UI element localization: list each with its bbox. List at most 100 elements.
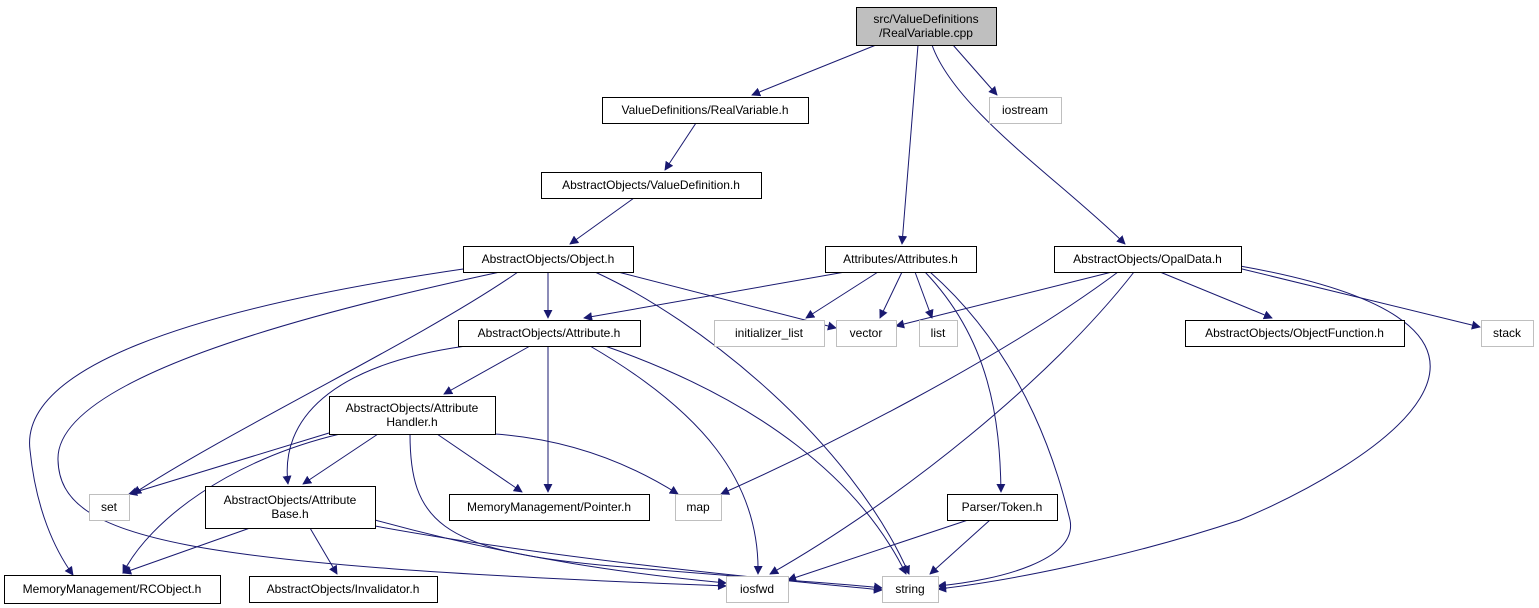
edge-attributebase_h-to-string bbox=[374, 525, 883, 594]
node-label: ValueDefinitions/RealVariable.h bbox=[622, 103, 789, 117]
node-label: src/ValueDefinitions bbox=[873, 12, 978, 26]
node-label: AbstractObjects/Attribute bbox=[224, 493, 357, 507]
node-label: MemoryManagement/Pointer.h bbox=[467, 500, 631, 514]
edge-token_h-to-iosfwd bbox=[787, 519, 969, 582]
node-attributes-h[interactable]: Attributes/Attributes.h bbox=[825, 246, 977, 273]
node-attribute-h[interactable]: AbstractObjects/Attribute.h bbox=[458, 320, 641, 347]
edge-object_h-to-vector bbox=[617, 271, 837, 331]
edge-attributes_h-to-initializer_list bbox=[805, 271, 879, 319]
edge-arrow bbox=[1159, 271, 1273, 320]
node-box bbox=[856, 7, 997, 46]
node-label: list bbox=[931, 326, 946, 340]
node-label: AbstractObjects/ValueDefinition.h bbox=[562, 178, 740, 192]
node-opaldata-h[interactable]: AbstractObjects/OpalData.h bbox=[1054, 246, 1242, 273]
edge-arrow bbox=[57, 271, 727, 591]
edge-arrow bbox=[128, 432, 330, 496]
edge-realvariable_h-to-valuedefinition_h bbox=[664, 122, 697, 171]
edge-arrow bbox=[583, 271, 846, 322]
node-root[interactable]: src/ValueDefinitions/RealVariable.cpp bbox=[856, 7, 997, 46]
edge-arrow bbox=[309, 527, 338, 575]
edge-arrow bbox=[29, 267, 471, 576]
edge-valuedefinition_h-to-object_h bbox=[569, 197, 635, 245]
node-label: MemoryManagement/RCObject.h bbox=[23, 582, 202, 596]
edge-arrow bbox=[664, 122, 697, 171]
node-label: set bbox=[101, 500, 118, 514]
edge-arrow bbox=[594, 271, 910, 575]
edge-opaldata_h-to-string bbox=[937, 265, 1431, 593]
node-box bbox=[714, 320, 825, 347]
edge-attributebase_h-to-rcobject_h bbox=[122, 527, 251, 575]
edge-attributehandler_h-to-string bbox=[409, 433, 883, 592]
edge-attributehandler_h-to-rcobject_h bbox=[122, 433, 341, 574]
node-string: string bbox=[882, 576, 939, 603]
node-box bbox=[463, 246, 634, 273]
edge-arrow bbox=[617, 271, 837, 331]
node-label: Handler.h bbox=[386, 415, 437, 429]
node-box bbox=[249, 576, 438, 603]
node-box bbox=[947, 494, 1058, 521]
node-layer: src/ValueDefinitions/RealVariable.cppVal… bbox=[4, 7, 1534, 604]
node-box bbox=[675, 494, 722, 521]
edge-arrow bbox=[409, 433, 883, 592]
edge-arrow bbox=[302, 433, 379, 485]
node-box bbox=[602, 97, 809, 124]
edge-arrow bbox=[937, 265, 1431, 593]
edge-root-to-iostream bbox=[952, 44, 998, 96]
edge-attributehandler_h-to-map bbox=[494, 433, 679, 495]
node-label: /RealVariable.cpp bbox=[879, 26, 973, 40]
node-box bbox=[205, 486, 376, 529]
edge-arrow bbox=[751, 44, 877, 97]
node-box bbox=[329, 396, 496, 435]
node-box bbox=[825, 246, 977, 273]
node-object-h[interactable]: AbstractObjects/Object.h bbox=[463, 246, 634, 273]
edge-attribute_h-to-attributehandler_h bbox=[443, 345, 531, 395]
node-initializer-list: initializer_list bbox=[714, 320, 825, 347]
edge-arrow bbox=[952, 44, 998, 96]
edge-arrow bbox=[374, 525, 883, 594]
node-label: iosfwd bbox=[740, 582, 774, 596]
node-label: AbstractObjects/OpalData.h bbox=[1073, 252, 1222, 266]
edge-arrow bbox=[805, 271, 879, 319]
node-objectfunction-h[interactable]: AbstractObjects/ObjectFunction.h bbox=[1185, 320, 1405, 347]
node-label: Base.h bbox=[271, 507, 308, 521]
node-box bbox=[89, 494, 130, 521]
node-realvariable-h[interactable]: ValueDefinitions/RealVariable.h bbox=[602, 97, 809, 124]
edge-arrow bbox=[443, 345, 531, 395]
edge-arrow bbox=[879, 271, 903, 319]
edge-attribute_h-to-attributebase_h bbox=[282, 345, 467, 485]
edge-arrow bbox=[122, 527, 251, 575]
node-box bbox=[541, 172, 762, 199]
node-box bbox=[989, 97, 1062, 124]
node-vector: vector bbox=[836, 320, 897, 347]
edge-root-to-attributes_h bbox=[898, 44, 919, 245]
edge-arrow bbox=[604, 345, 907, 575]
node-valuedefinition-h[interactable]: AbstractObjects/ValueDefinition.h bbox=[541, 172, 762, 199]
node-box bbox=[882, 576, 939, 603]
edge-arrow bbox=[589, 345, 763, 575]
edge-arrow bbox=[132, 271, 519, 495]
edge-opaldata_h-to-vector bbox=[895, 271, 1113, 329]
edge-arrow bbox=[769, 271, 1135, 575]
node-rcobject-h[interactable]: MemoryManagement/RCObject.h bbox=[4, 575, 221, 604]
edge-arrow bbox=[436, 433, 523, 493]
node-invalidator-h[interactable]: AbstractObjects/Invalidator.h bbox=[249, 576, 438, 603]
edge-attributes_h-to-list bbox=[914, 271, 934, 319]
node-pointer-h[interactable]: MemoryManagement/Pointer.h bbox=[449, 494, 650, 521]
edge-attributebase_h-to-iosfwd bbox=[374, 519, 727, 587]
node-label: AbstractObjects/ObjectFunction.h bbox=[1205, 326, 1384, 340]
node-token-h[interactable]: Parser/Token.h bbox=[947, 494, 1058, 521]
node-label: AbstractObjects/Attribute bbox=[346, 401, 479, 415]
node-label: Attributes/Attributes.h bbox=[843, 252, 958, 266]
edge-arrow bbox=[122, 433, 341, 574]
node-label: vector bbox=[850, 326, 883, 340]
edge-arrow bbox=[374, 519, 727, 587]
edge-attributes_h-to-token_h bbox=[924, 271, 1006, 493]
edge-arrow bbox=[895, 271, 1113, 329]
node-box bbox=[726, 576, 789, 603]
edge-opaldata_h-to-map bbox=[720, 271, 1119, 495]
node-box bbox=[836, 320, 897, 347]
edge-arrow bbox=[569, 197, 635, 245]
edge-arrow bbox=[282, 345, 467, 485]
